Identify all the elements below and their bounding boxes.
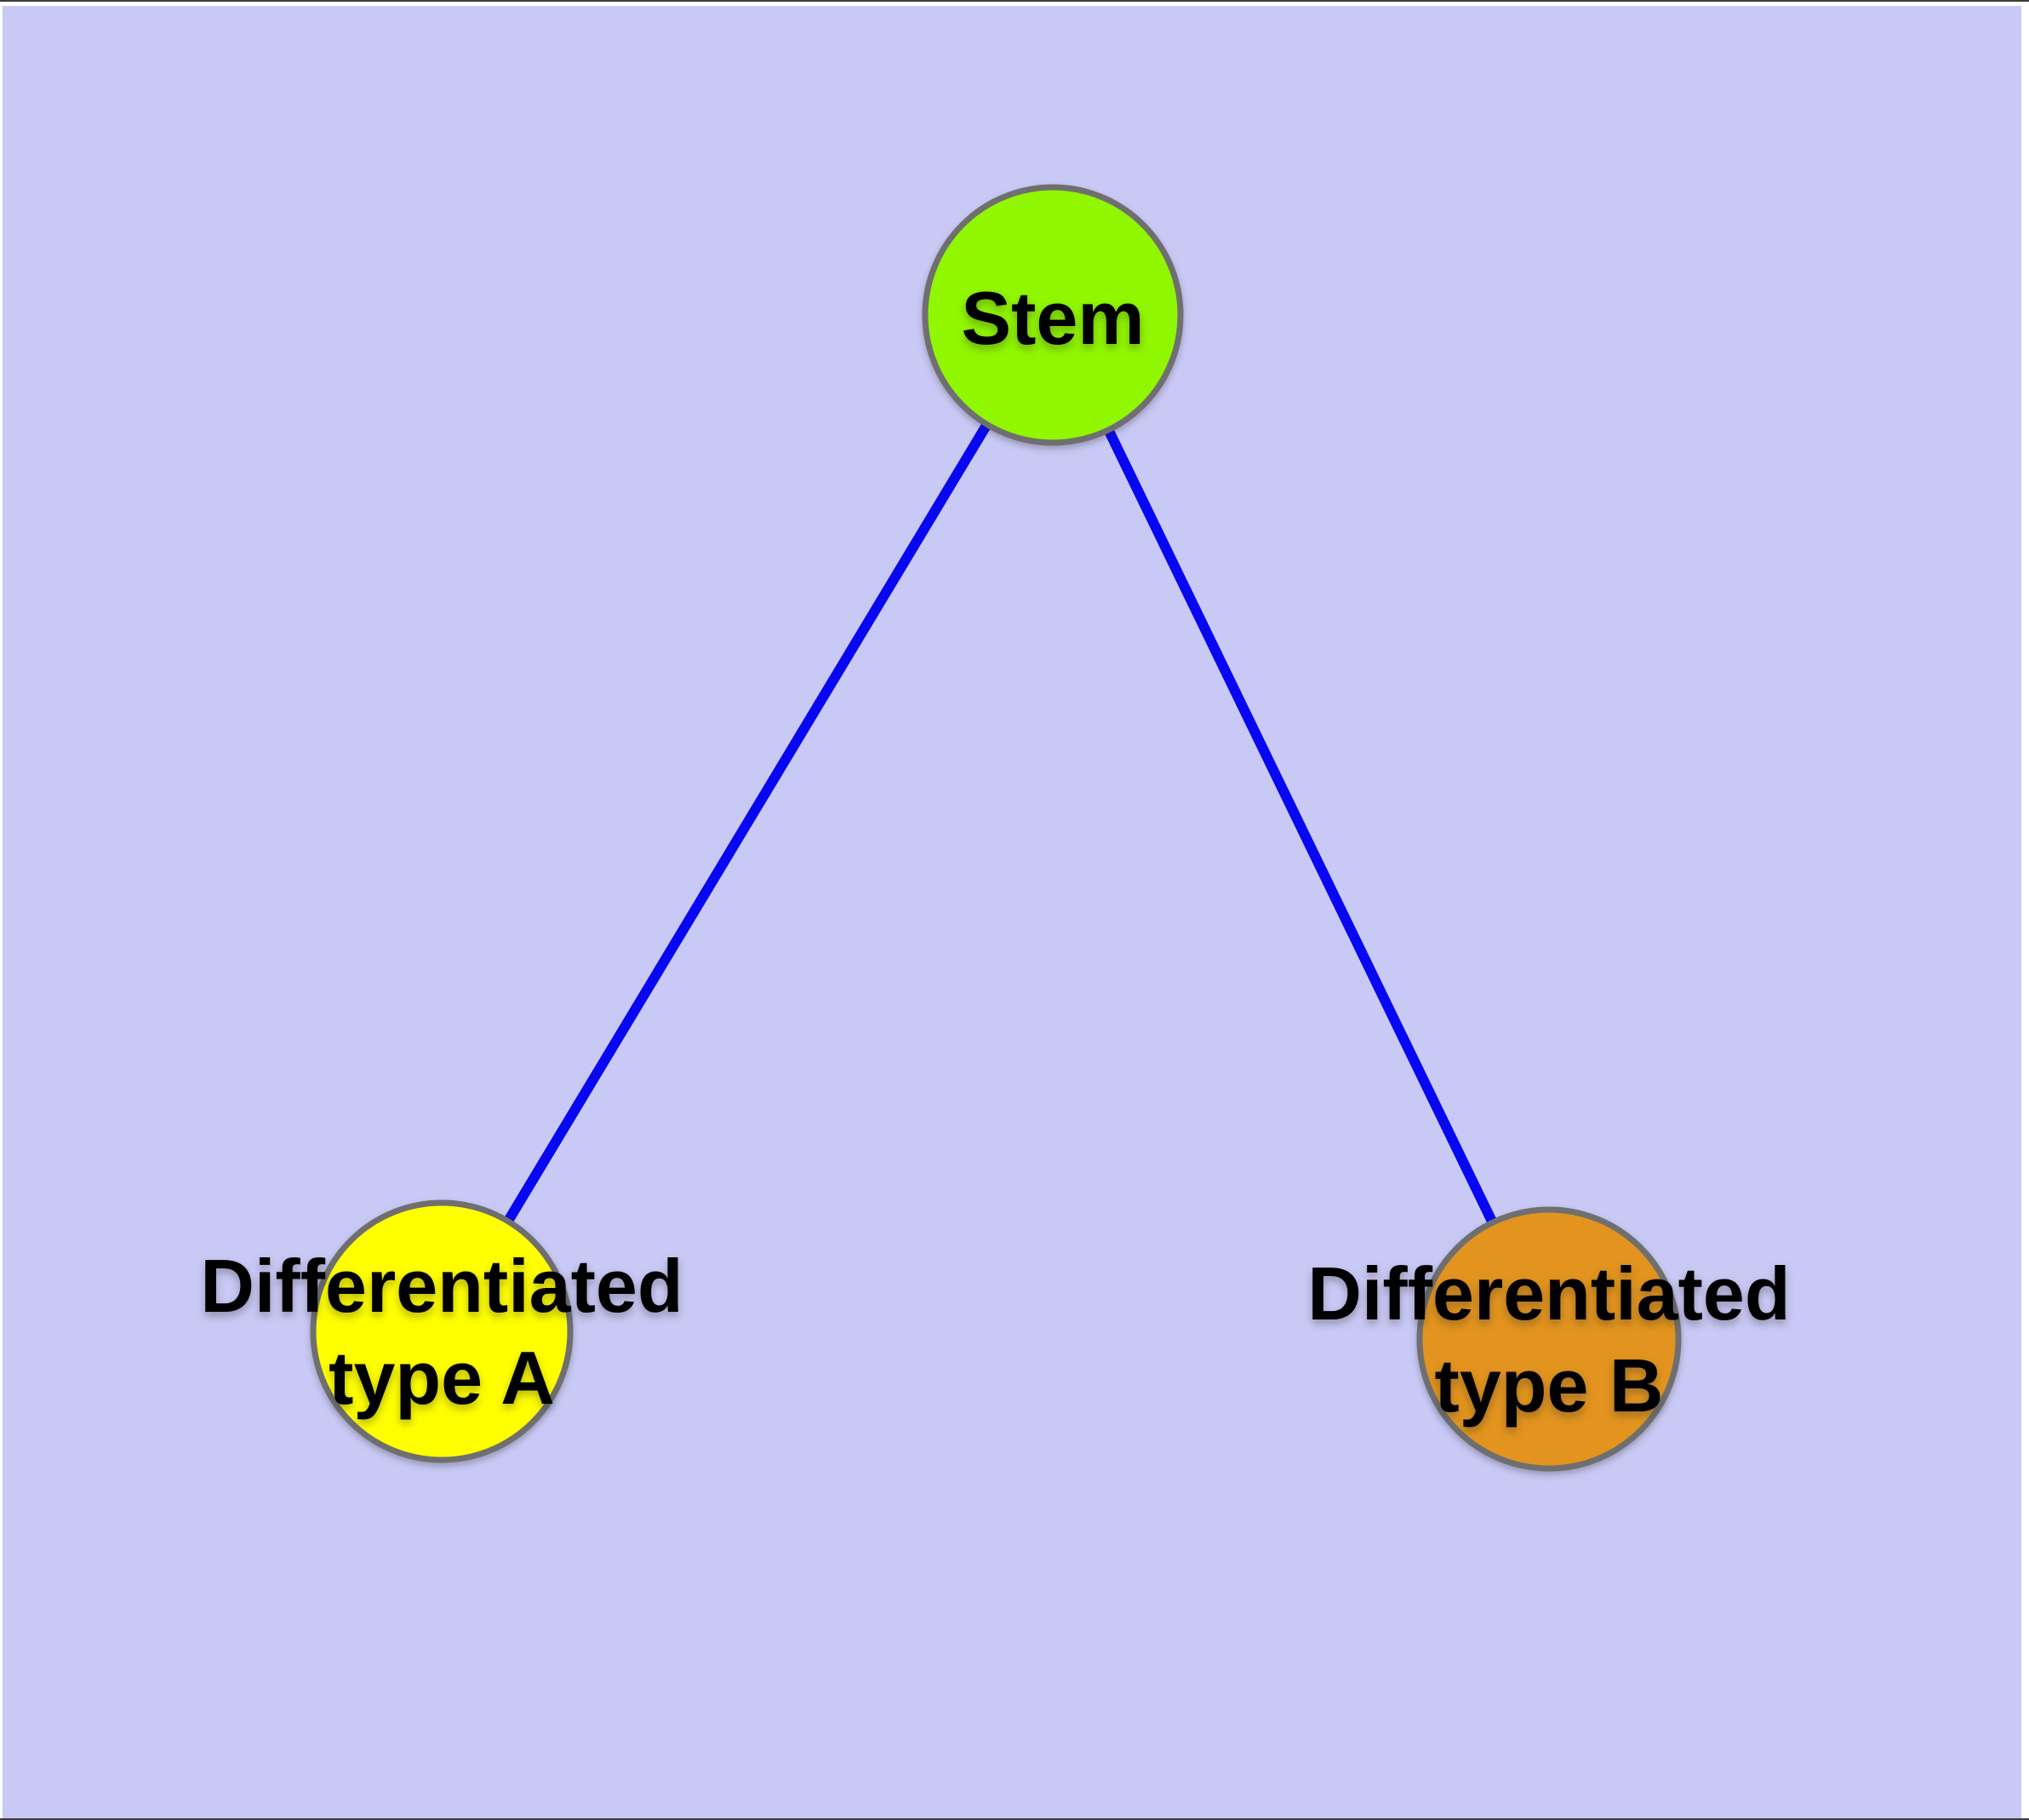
edge-stem-to-type-a <box>437 312 1058 1335</box>
edge-stem-to-type-b <box>1048 312 1554 1342</box>
node-type-b <box>1416 1206 1682 1472</box>
left-margin <box>0 2 3 1820</box>
node-type-b-circle <box>1416 1206 1682 1472</box>
node-stem <box>922 184 1184 446</box>
node-stem-circle <box>922 184 1184 446</box>
top-margin <box>0 2 2029 6</box>
node-type-a-label: Differentiated type A <box>200 1244 683 1420</box>
edge-group <box>437 312 1554 1342</box>
node-type-b-label: Differentiated type B <box>1307 1251 1790 1428</box>
top-hairline <box>0 0 2029 2</box>
node-type-a-label-line2: type A <box>329 1336 555 1420</box>
node-stem-label: Stem <box>961 276 1144 360</box>
node-type-b-label-line1: Differentiated <box>1307 1251 1790 1336</box>
right-margin <box>2021 2 2029 1820</box>
node-type-a-label-line1: Differentiated <box>200 1244 683 1328</box>
node-type-a-circle <box>310 1199 574 1463</box>
node-type-a <box>310 1199 574 1463</box>
node-type-b-label-line2: type B <box>1435 1343 1664 1428</box>
bottom-hairline <box>0 1818 2029 1820</box>
